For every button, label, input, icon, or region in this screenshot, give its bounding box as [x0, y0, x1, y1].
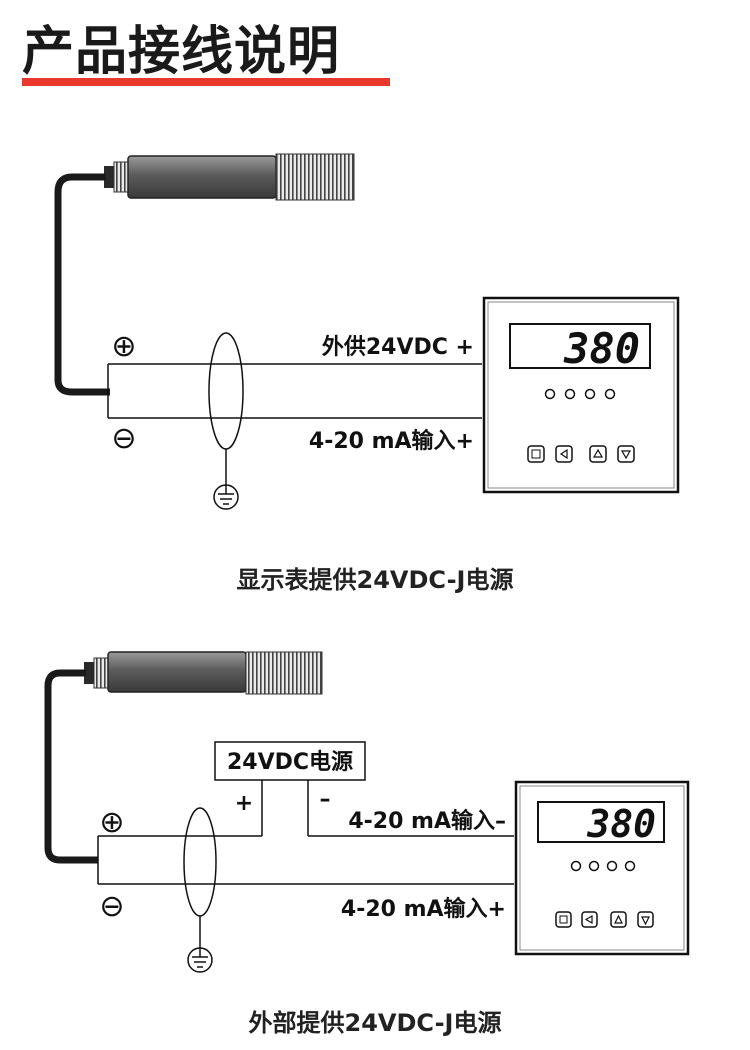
sensor-cable: [44, 669, 98, 864]
up-arrow-button: [589, 445, 607, 463]
supply-label: 外供24VDC +: [322, 334, 474, 360]
cable-shield: [208, 332, 244, 450]
psu-plus-label: +: [235, 791, 253, 816]
positive-terminal-symbol: ⊕: [99, 805, 124, 840]
sensor-probe: [104, 153, 355, 201]
down-arrow-button: [617, 445, 635, 463]
page-title: 产品接线说明: [22, 22, 341, 82]
cable-shield: [183, 807, 217, 917]
wiring-diagram-2: 24VDC电源 + – ⊕ ⊖ 4-20 mA输入– 4-20 mA输入+ 38…: [44, 651, 690, 973]
lcd-screen: [509, 323, 651, 369]
lcd-screen: [537, 801, 665, 843]
ground-icon: [213, 484, 239, 510]
sensor-probe: [84, 651, 323, 695]
display-meter: 380: [482, 296, 680, 494]
set-button: [527, 445, 545, 463]
title-underline: [22, 78, 390, 86]
display-value: 380: [586, 802, 656, 846]
input-minus-label: 4-20 mA输入–: [348, 808, 506, 834]
left-arrow-button: [555, 445, 573, 463]
set-button: [555, 911, 572, 928]
diagram-2-caption: 外部提供24VDC-J电源: [248, 1009, 502, 1037]
positive-terminal-symbol: ⊕: [111, 329, 136, 364]
status-leds: [570, 860, 636, 872]
down-arrow-button: [637, 911, 654, 928]
psu-minus-label: –: [320, 787, 331, 812]
input-label: 4-20 mA输入+: [341, 896, 506, 922]
ground-icon: [187, 947, 213, 973]
power-supply: 24VDC电源: [214, 741, 366, 781]
display-meter: 380: [514, 780, 690, 956]
sensor-cable: [54, 173, 110, 396]
negative-terminal-symbol: ⊖: [111, 421, 136, 456]
wiring-diagram-1: ⊕ ⊖ 外供24VDC + 4-20 mA输入+ 380: [54, 153, 680, 510]
diagram-1-caption: 显示表提供24VDC-J电源: [236, 566, 514, 594]
display-value: 380: [563, 324, 640, 373]
input-label: 4-20 mA输入+: [309, 428, 474, 454]
negative-terminal-symbol: ⊖: [99, 889, 124, 924]
psu-label: 24VDC电源: [227, 750, 353, 775]
up-arrow-button: [610, 911, 627, 928]
left-arrow-button: [581, 911, 598, 928]
status-leds: [544, 388, 616, 400]
